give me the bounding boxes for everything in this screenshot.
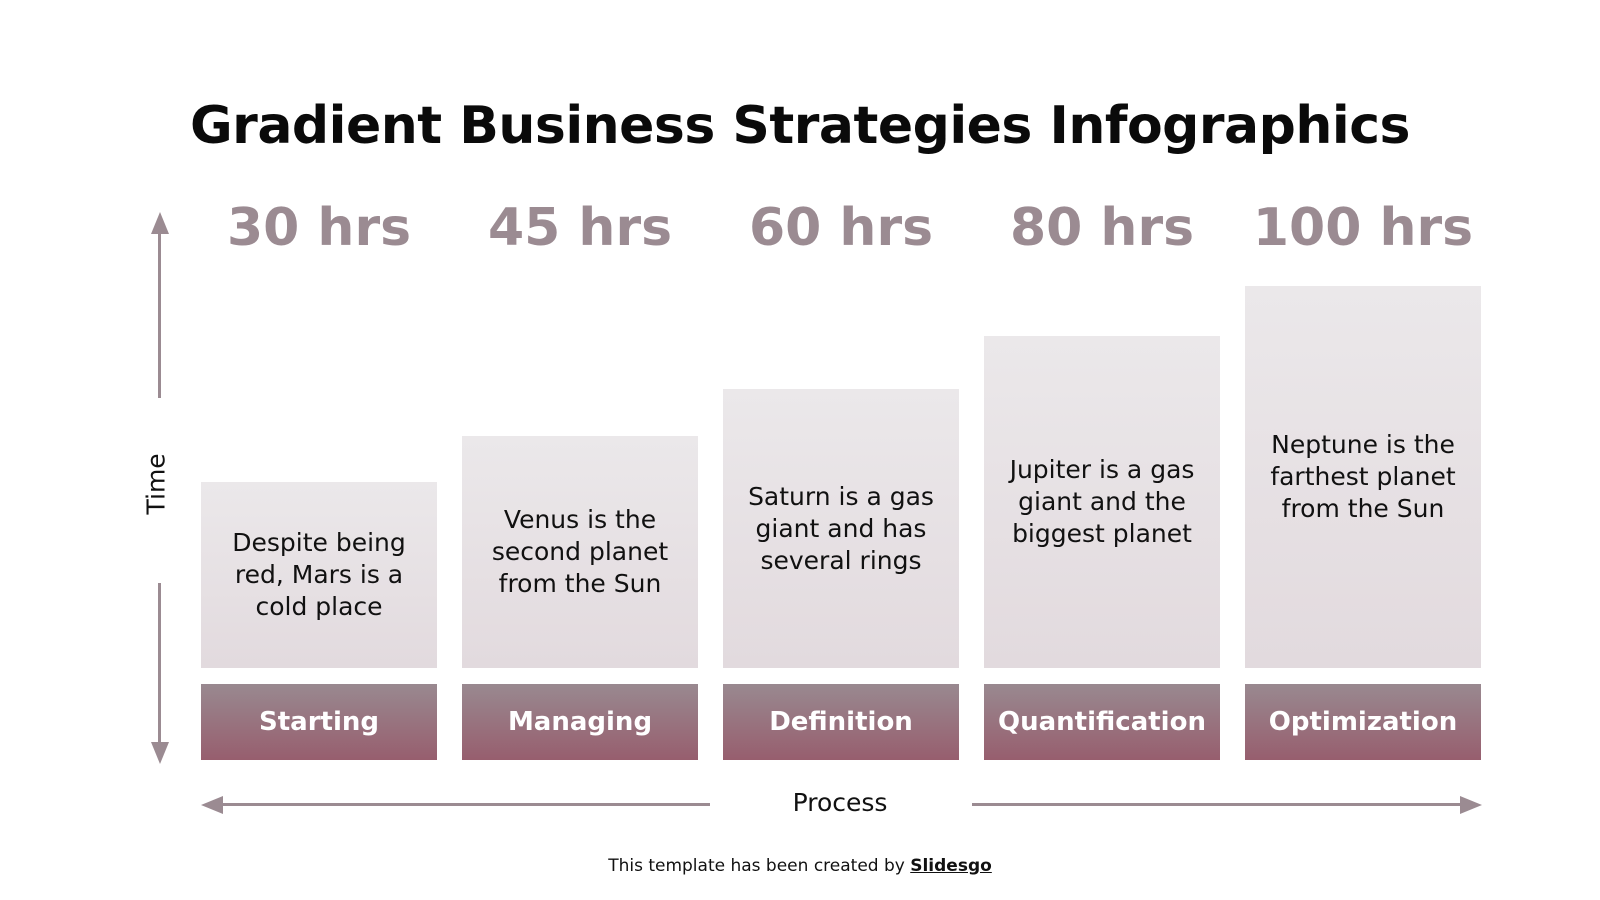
hours-value: 60 hrs (748, 198, 934, 258)
y-axis-line-top (158, 230, 161, 398)
stage-label: Starting (201, 684, 437, 760)
x-axis-line-right (972, 803, 1462, 806)
hours-value: 100 hrs (1252, 198, 1474, 258)
page-title: Gradient Business Strategies Infographic… (190, 96, 1410, 156)
hours-value: 30 hrs (226, 198, 412, 258)
stage-description: Jupiter is a gas giant and the biggest p… (1009, 455, 1195, 548)
stage-label: Quantification (984, 684, 1220, 760)
credit-prefix: This template has been created by (608, 856, 911, 876)
x-axis-left-arrow-icon (201, 796, 223, 814)
y-axis-label: Time (141, 453, 171, 515)
stage-label: Definition (723, 684, 959, 760)
stage-description: Venus is the second planet from the Sun (491, 505, 669, 598)
stage-label: Optimization (1245, 684, 1481, 760)
y-axis-line-bottom (158, 583, 161, 743)
y-axis-down-arrow-icon (151, 742, 169, 764)
x-axis-line-left (220, 803, 710, 806)
stage-box: Venus is the second planet from the Sun (462, 436, 698, 668)
stage-label: Managing (462, 684, 698, 760)
stage-box: Despite being red, Mars is a cold place (201, 482, 437, 668)
credit-text: This template has been created by Slides… (0, 856, 1600, 876)
stage-box: Neptune is the farthest planet from the … (1245, 286, 1481, 668)
stage-box: Saturn is a gas giant and has several ri… (723, 389, 959, 668)
stage-description: Despite being red, Mars is a cold place (232, 528, 406, 621)
hours-value: 80 hrs (1009, 198, 1195, 258)
x-axis-right-arrow-icon (1460, 796, 1482, 814)
hours-value: 45 hrs (487, 198, 673, 258)
x-axis-label: Process (792, 788, 888, 817)
stage-box: Jupiter is a gas giant and the biggest p… (984, 336, 1220, 668)
stage-description: Neptune is the farthest planet from the … (1270, 430, 1456, 523)
stage-description: Saturn is a gas giant and has several ri… (748, 481, 934, 575)
slidesgo-link[interactable]: Slidesgo (910, 856, 992, 876)
y-axis-up-arrow-icon (151, 212, 169, 234)
